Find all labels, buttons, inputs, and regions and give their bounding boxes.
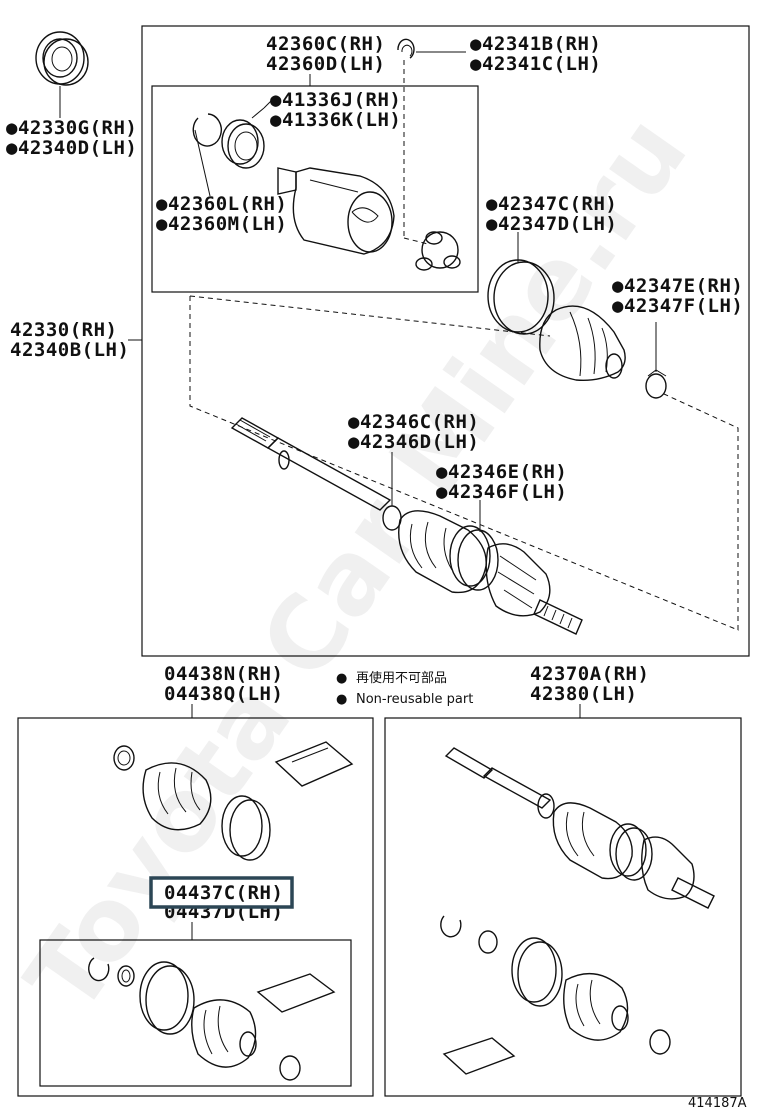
leader-line — [263, 99, 273, 109]
label-42347c: ●42347C(RH) — [486, 193, 617, 215]
highlight-box-04437c — [149, 876, 294, 909]
label-42360c: 42360C(RH) — [266, 33, 385, 55]
boot-kit-large-clamp-part — [221, 795, 271, 861]
shaft-kit-clamp-part — [511, 937, 563, 1007]
circlip-part — [397, 38, 415, 59]
label-42346f: ●42346F(LH) — [436, 481, 567, 503]
shaft-assembly-part — [444, 747, 715, 909]
inner-kit-circlip-part — [117, 965, 135, 987]
watermark-text: Toyota Car Mine.ru — [4, 95, 710, 1034]
inner-joint-housing-part — [277, 167, 395, 255]
label-04438q: 04438Q(LH) — [164, 683, 283, 705]
shaft-kit-circlip-part — [478, 930, 498, 954]
outer-boot-part — [539, 305, 626, 382]
dashed-leader — [189, 296, 739, 631]
label-42340d: ●42340D(LH) — [6, 137, 137, 159]
inner-boot-kit-subframe — [39, 939, 352, 1087]
label-42330g: ●42330G(RH) — [6, 117, 137, 139]
dashed-leader — [403, 237, 429, 245]
label-42341c: ●42341C(LH) — [470, 53, 601, 75]
shaft-kit-grease-pack-part — [442, 1037, 516, 1075]
inner-kit-snap-ring-part — [88, 957, 110, 982]
snap-ring-part — [192, 113, 222, 147]
boot-kit-frame — [17, 717, 374, 1097]
inner-kit-small-clamp-part — [279, 1055, 301, 1081]
label-41336j: ●41336J(RH) — [270, 89, 401, 111]
leader-line — [251, 107, 265, 119]
dashed-leader — [189, 295, 551, 337]
label-42346d: ●42346D(LH) — [348, 431, 479, 453]
highlight-background — [150, 878, 292, 906]
boot-kit-boot-part — [142, 762, 212, 831]
label-42346c: ●42346C(RH) — [348, 411, 479, 433]
dust-seal-part — [221, 119, 265, 169]
shaft-kit-boot-part — [563, 972, 629, 1041]
diagram-reference-id: 414187A — [688, 1096, 747, 1111]
boot-kit-small-clamp-part — [113, 745, 135, 771]
label-42330: 42330(RH) — [10, 319, 117, 341]
inner-kit-boot-part — [191, 999, 257, 1068]
grease-pack-part — [274, 741, 354, 787]
label-42370a: 42370A(RH) — [530, 663, 649, 685]
label-04437c: 04437C(RH) — [164, 882, 283, 904]
inner-joint-subframe — [151, 85, 479, 293]
legend-english: Non-reusable part — [356, 692, 473, 707]
label-42346e: ●42346E(RH) — [436, 461, 567, 483]
label-42347e: ●42347E(RH) — [612, 275, 743, 297]
label-42360m: ●42360M(LH) — [156, 213, 287, 235]
leader-line — [194, 129, 211, 197]
drive-shaft-part — [230, 417, 583, 635]
shaft-kit-small-clamp-part — [649, 1029, 671, 1055]
boot-clamp-small-part — [645, 369, 667, 399]
label-41336k: ●41336K(LH) — [270, 109, 401, 131]
shaft-assembly-frame — [384, 717, 742, 1097]
label-42360d: 42360D(LH) — [266, 53, 385, 75]
label-42347d: ●42347D(LH) — [486, 213, 617, 235]
label-42341b: ●42341B(RH) — [470, 33, 601, 55]
main-assembly-frame — [141, 25, 750, 657]
label-42360l: ●42360L(RH) — [156, 193, 287, 215]
tripod-joint-part — [415, 231, 461, 271]
label-42347f: ●42347F(LH) — [612, 295, 743, 317]
shaft-kit-snap-ring-part — [440, 915, 462, 938]
inner-kit-clamp-part — [139, 961, 195, 1035]
legend-marker-1: ● — [336, 671, 347, 686]
legend-japanese: 再使用不可部品 — [356, 670, 447, 686]
inner-kit-grease-pack-part — [256, 973, 336, 1013]
label-42380: 42380(LH) — [530, 683, 637, 705]
legend-marker-2: ● — [336, 692, 347, 707]
bearing-part — [35, 31, 89, 86]
label-42340b: 42340B(LH) — [10, 339, 129, 361]
label-04438n: 04438N(RH) — [164, 663, 283, 685]
